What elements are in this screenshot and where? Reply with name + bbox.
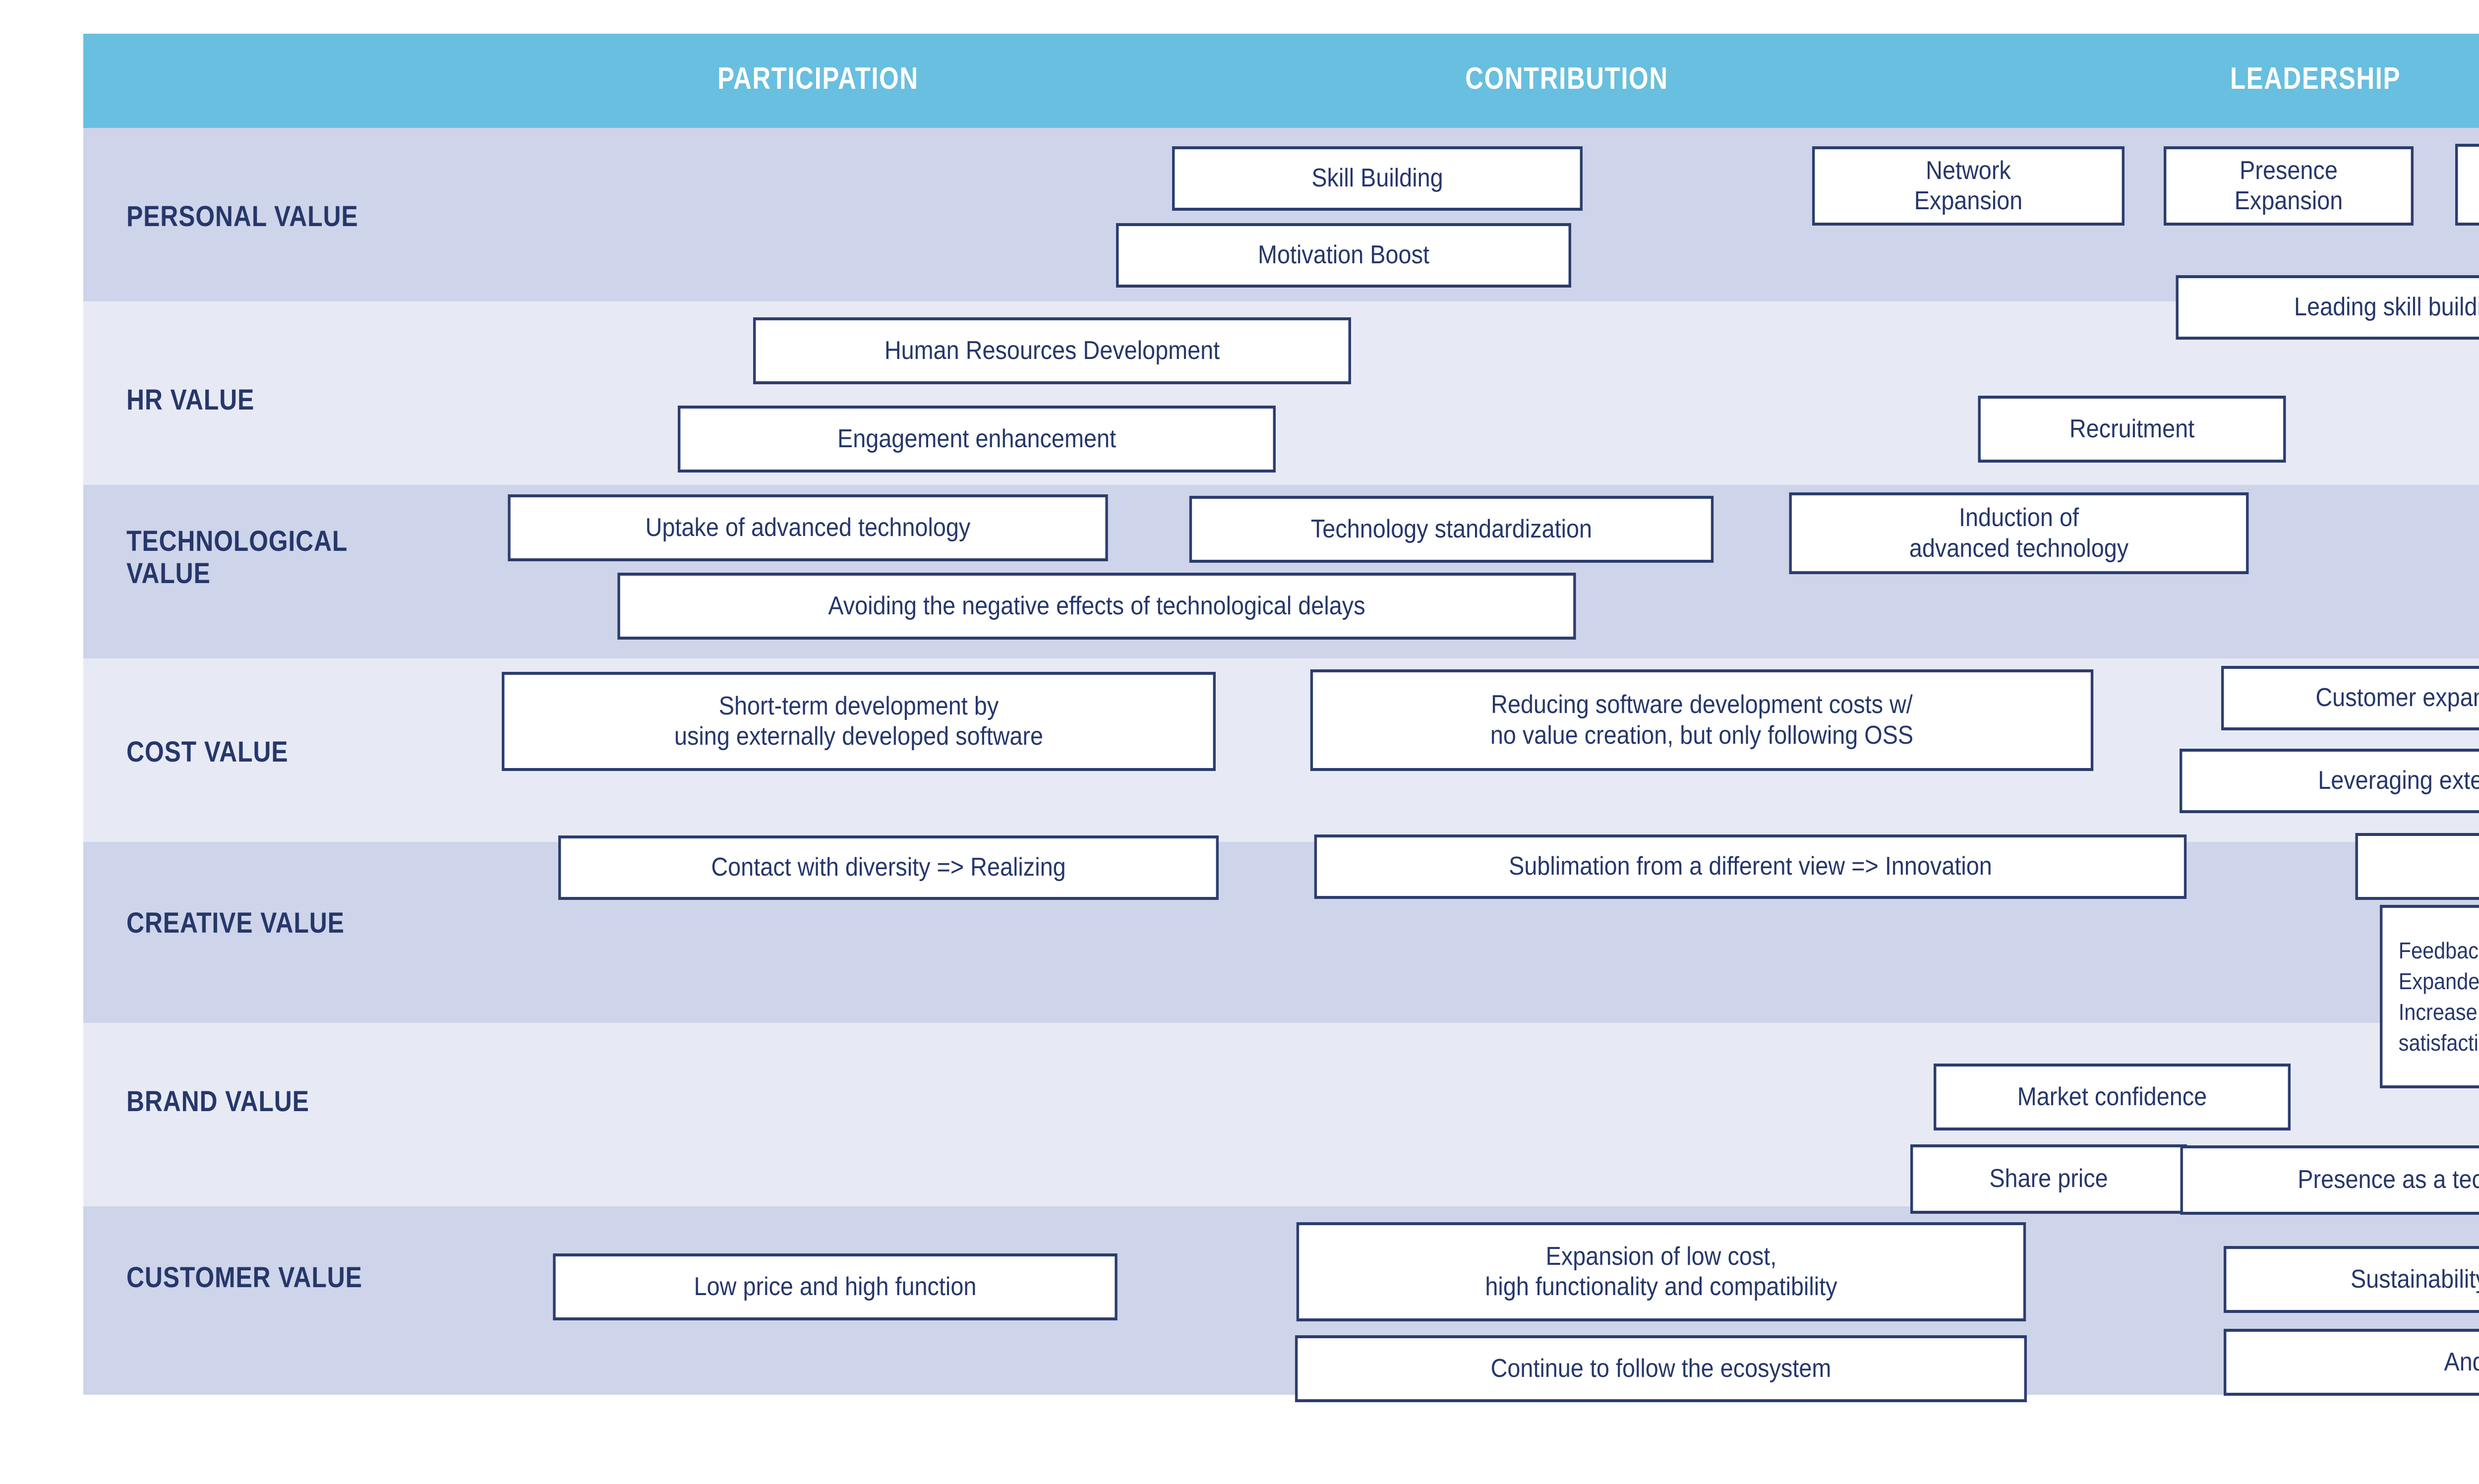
row-label-technological-value: TECHNOLOGICAL VALUE: [126, 525, 348, 590]
item-box-motivation-boost[interactable]: Motivation Boost: [1116, 223, 1571, 288]
item-box-gathering-info[interactable]: Gathering info/etc automatically: [2455, 144, 2479, 226]
item-box-feedback-expanded-usage[interactable]: Feedback, Expanded usage, Increase custo…: [2380, 905, 2479, 1088]
item-box-network-expansion[interactable]: Network Expansion: [1812, 146, 2125, 226]
row-label-customer-value: CUSTOMER VALUE: [126, 1261, 362, 1294]
item-box-contact-with-diversity[interactable]: Contact with diversity => Realizing: [558, 835, 1219, 900]
item-box-and-more[interactable]: And more???: [2224, 1329, 2479, 1396]
row-label-creative-value: CREATIVE VALUE: [126, 907, 345, 939]
item-box-gaining-community[interactable]: Gaining Community: [2355, 833, 2479, 900]
item-box-presence-expansion[interactable]: Presence Expansion: [2164, 146, 2414, 226]
column-header-participation: PARTICIPATION: [717, 61, 919, 96]
item-box-skill-building[interactable]: Skill Building: [1172, 146, 1583, 211]
column-header-contribution: CONTRIBUTION: [1465, 61, 1668, 96]
item-box-leveraging-external-resources[interactable]: Leveraging external resources: [2180, 749, 2479, 813]
column-header-band: [83, 34, 2479, 128]
row-label-hr-value: HR VALUE: [126, 384, 255, 416]
item-box-uptake-advanced-technology[interactable]: Uptake of advanced technology: [508, 494, 1108, 561]
column-header-leadership: LEADERSHIP: [2230, 61, 2401, 96]
item-box-sustainability-service-product[interactable]: Sustainability of service/product: [2224, 1246, 2479, 1313]
row-band-cost: [83, 658, 2479, 842]
item-box-leading-skill-building[interactable]: Leading skill building: [2176, 275, 2479, 340]
item-box-reducing-development-costs[interactable]: Reducing software development costs w/ n…: [1310, 669, 2094, 771]
row-band-customer: [83, 1206, 2479, 1395]
row-label-personal-value: PERSONAL VALUE: [126, 200, 358, 233]
item-box-engagement-enhancement[interactable]: Engagement enhancement: [678, 406, 1276, 473]
item-box-market-confidence[interactable]: Market confidence: [1934, 1064, 2291, 1130]
item-box-induction-advanced-technology[interactable]: Induction of advanced technology: [1789, 492, 2249, 574]
item-box-expansion-low-cost[interactable]: Expansion of low cost, high functionalit…: [1296, 1222, 2026, 1321]
item-box-sublimation-different-view[interactable]: Sublimation from a different view => Inn…: [1314, 834, 2187, 899]
item-box-continue-follow-ecosystem[interactable]: Continue to follow the ecosystem: [1295, 1335, 2027, 1402]
item-box-technology-standardization[interactable]: Technology standardization: [1189, 496, 1714, 563]
row-label-brand-value: BRAND VALUE: [126, 1085, 309, 1118]
item-box-low-price-high-function[interactable]: Low price and high function: [553, 1253, 1118, 1320]
item-box-customer-expansion[interactable]: Customer expansion: [2221, 666, 2479, 730]
item-box-short-term-development[interactable]: Short-term development by using external…: [502, 672, 1216, 771]
item-box-human-resources-development[interactable]: Human Resources Development: [753, 317, 1351, 384]
item-box-share-price[interactable]: Share price: [1910, 1144, 2187, 1214]
item-box-recruitment[interactable]: Recruitment: [1978, 396, 2286, 463]
item-box-avoiding-negative-effects[interactable]: Avoiding the negative effects of technol…: [617, 573, 1576, 640]
item-box-presence-technology-company[interactable]: Presence as a technology company: [2180, 1145, 2479, 1215]
row-label-cost-value: COST VALUE: [126, 736, 289, 768]
